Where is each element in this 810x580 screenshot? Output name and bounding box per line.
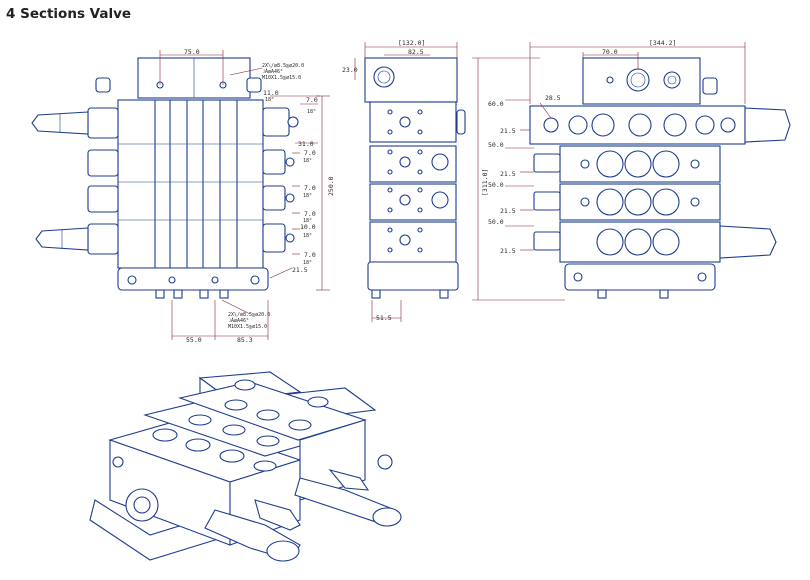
dim-rear-a8: 50.0	[488, 218, 504, 226]
front-base-foot	[117, 267, 269, 291]
dim-rear-height: [311.0]	[481, 169, 489, 196]
dim-rear-a4: 50.0	[488, 141, 504, 149]
dim-port-note-top-3: M10X1.5≧ø15.0	[262, 75, 301, 81]
dim-side-top: 23.0	[342, 66, 358, 74]
dim-bottom-right: 85.3	[237, 336, 253, 344]
dim-rear-a3: 21.5	[500, 127, 516, 135]
dim-d2b: 18°	[307, 109, 316, 115]
front-spool-left	[31, 107, 119, 255]
dim-rear-width: [344.2]	[649, 39, 676, 47]
dim-rear-a9: 21.5	[500, 247, 516, 255]
isometric-view	[89, 371, 402, 562]
dim-d7b: 18°	[303, 233, 312, 239]
dim-d2: 7.0	[306, 96, 318, 104]
dim-d8b: 18°	[303, 260, 312, 266]
dim-port-note-top-2: ˩ÀøA46°	[262, 68, 283, 75]
dim-height: 250.0	[327, 176, 335, 196]
front-view: 75.0 2X\/ø8.5≧ø20.0 ˩ÀøA46° M10X1.5≧ø15.…	[31, 48, 335, 344]
dim-rear-a7: 21.5	[500, 207, 516, 215]
page-title: 4 Sections Valve	[6, 6, 132, 22]
dim-d5b: 18°	[303, 193, 312, 199]
dim-d7: 10.0	[300, 223, 316, 231]
dim-side-bottom: 51.5	[376, 314, 392, 322]
dim-port-note-bottom-1: 2X\/ø8.5≧ø20.0	[228, 312, 270, 318]
rear-base	[564, 263, 716, 291]
dim-d4b: 18°	[303, 158, 312, 164]
dim-rear-top: 70.0	[602, 48, 618, 56]
dim-side: 21.5	[292, 266, 308, 274]
dim-side-inner: 82.5	[408, 48, 424, 56]
dim-d1: 11.0	[263, 89, 279, 97]
dim-rear-a2: 60.0	[488, 100, 504, 108]
front-spool-right	[262, 107, 299, 253]
dim-bottom-left: 55.0	[186, 336, 202, 344]
front-valve-body	[117, 99, 264, 269]
side-view: [132.0] 82.5 23.0 51.5	[342, 39, 466, 322]
dim-d8: 7.0	[304, 251, 316, 259]
dim-rear-a6: 50.0	[488, 181, 504, 189]
dim-top-width: 75.0	[184, 48, 200, 56]
dim-side-width: [132.0]	[398, 39, 425, 47]
rear-view: [344.2] 70.0 28.5 60.0 21.5 50.0 21.5 50…	[472, 39, 791, 301]
dim-port-note-top-1: 2X\/ø8.5≧ø20.0	[262, 63, 304, 69]
dim-rear-a1: 28.5	[545, 94, 561, 102]
dim-d3: 31.0	[298, 140, 314, 148]
dim-port-note-bottom-2: ˩ÀøA46°	[228, 317, 249, 324]
dim-d5: 7.0	[304, 184, 316, 192]
dim-port-note-bottom-3: M10X1.5≧ø15.0	[228, 324, 267, 330]
dim-d6b: 18°	[303, 218, 312, 224]
dim-d6: 7.0	[304, 210, 316, 218]
dim-d4: 7.0	[304, 149, 316, 157]
side-base	[367, 261, 459, 291]
dim-d1b: 18°	[265, 97, 274, 103]
dim-rear-a5: 21.5	[500, 170, 516, 178]
